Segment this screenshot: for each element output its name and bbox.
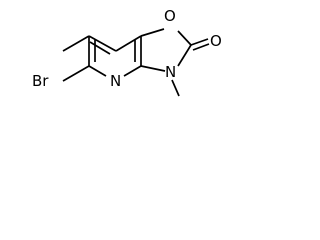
- bond-c2-o-double-b: [192, 43, 210, 51]
- bond-c7-c7a: [115, 35, 142, 52]
- atom-oxazole-oxygen-label: O: [164, 7, 176, 25]
- bond-o1-c2: [177, 30, 192, 46]
- bond-c2-n3: [177, 44, 192, 67]
- bond-c3a-n4: [123, 65, 142, 77]
- bond-n4-c5: [88, 65, 107, 77]
- bond-n-methyl: [171, 79, 180, 97]
- bond-c7a-o1: [140, 28, 165, 37]
- bond-c5-c6: [62, 35, 90, 52]
- atom-bromine-label: Br: [32, 72, 49, 90]
- bond-c-br: [62, 65, 90, 82]
- atom-carbonyl-oxygen-label: O: [210, 32, 222, 50]
- atom-oxazole-nitrogen-label: N: [165, 63, 176, 81]
- chemical-structure-diagram: Br N N O O: [32, 7, 222, 97]
- bond-c6-c7-inner: [89, 41, 111, 55]
- bond-c6-c7: [88, 35, 117, 52]
- atom-ring-nitrogen-label: N: [110, 72, 121, 90]
- bond-n3-c3a: [140, 65, 166, 72]
- bond-c2-o-double-a: [190, 38, 209, 46]
